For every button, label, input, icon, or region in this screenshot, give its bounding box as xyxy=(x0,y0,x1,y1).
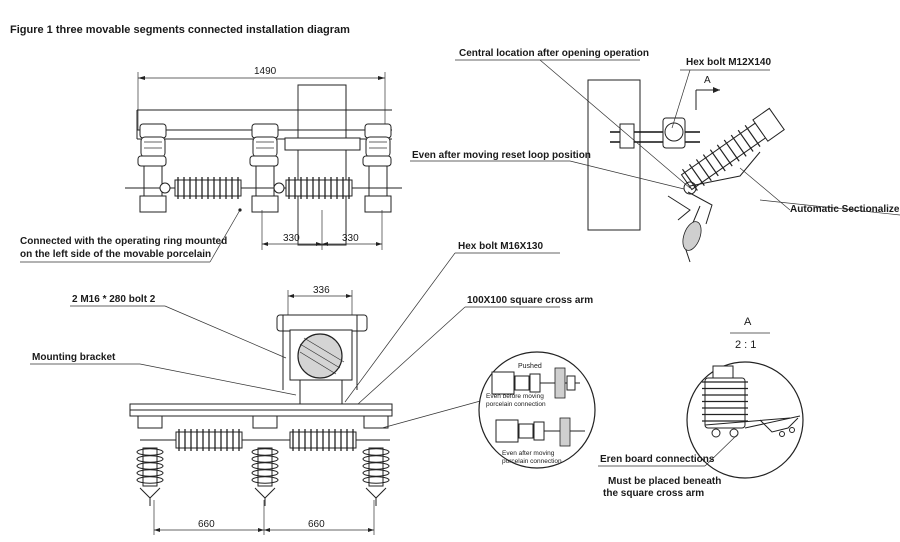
dim-660-left: 660 xyxy=(198,519,215,530)
side-view: Central location after opening operation… xyxy=(410,48,900,263)
top-view: 1490 xyxy=(20,66,402,263)
central-location-label: Central location after opening operation xyxy=(459,48,649,59)
section-a-view: A 2 : 1 Eren board connections Must be p… xyxy=(598,316,804,499)
porcelain-right xyxy=(285,177,353,199)
must-placed-line2: the square cross arm xyxy=(603,488,704,499)
operating-ring-callout-line2: on the left side of the movable porcelai… xyxy=(20,249,211,260)
section-a-title: A xyxy=(744,316,752,328)
sectionalizer-body xyxy=(680,107,785,191)
detail-after-2: porcelain connection xyxy=(502,458,562,465)
front-porcelain-left xyxy=(175,429,243,451)
dim-330-left: 330 xyxy=(283,233,300,244)
bolt-280-label: 2 M16 * 280 bolt 2 xyxy=(72,294,156,305)
detail-before-2: porcelain connection xyxy=(486,401,546,408)
detail-before-1: Even before moving xyxy=(486,393,544,400)
front-porcelain-right xyxy=(289,429,357,451)
detail-circle: Pushed Even before moving porcelain conn… xyxy=(478,351,596,469)
dim-336-label: 336 xyxy=(313,285,330,296)
detail-after-1: Even after moving xyxy=(502,450,555,457)
operating-ring-callout-line1: Connected with the operating ring mounte… xyxy=(20,236,227,247)
figure-title: Figure 1 three movable segments connecte… xyxy=(10,24,350,36)
detail-pushed-label: Pushed xyxy=(518,363,542,370)
section-a-scale: 2 : 1 xyxy=(735,339,756,351)
reset-loop-label: Even after moving reset loop position xyxy=(412,150,591,161)
eren-board-label: Eren board connections xyxy=(600,454,715,465)
hex-bolt-m12-label: Hex bolt M12X140 xyxy=(686,57,771,68)
dim-330-right: 330 xyxy=(342,233,359,244)
mounting-bracket-label: Mounting bracket xyxy=(32,352,116,363)
front-insulator-2 xyxy=(251,415,279,506)
pole-side-view xyxy=(587,79,641,231)
insulator-head-right xyxy=(362,123,392,213)
front-view: 336 660 6 xyxy=(30,241,593,535)
sectionalizer-label: Automatic Sectionalizer xyxy=(790,204,900,215)
section-a-marker: A xyxy=(704,75,711,86)
front-insulator-3 xyxy=(362,415,390,506)
must-placed-line1: Must be placed beneath xyxy=(608,476,721,487)
dim-660-right: 660 xyxy=(308,519,325,530)
porcelain-left xyxy=(174,177,242,199)
cross-arm-label: 100X100 square cross arm xyxy=(467,295,593,306)
insulator-head-mid xyxy=(249,123,279,213)
hex-bolt-m16-label: Hex bolt M16X130 xyxy=(458,241,543,252)
dim-1490-label: 1490 xyxy=(254,66,277,77)
front-insulator-1 xyxy=(136,415,164,506)
insulator-head-left xyxy=(137,123,167,213)
